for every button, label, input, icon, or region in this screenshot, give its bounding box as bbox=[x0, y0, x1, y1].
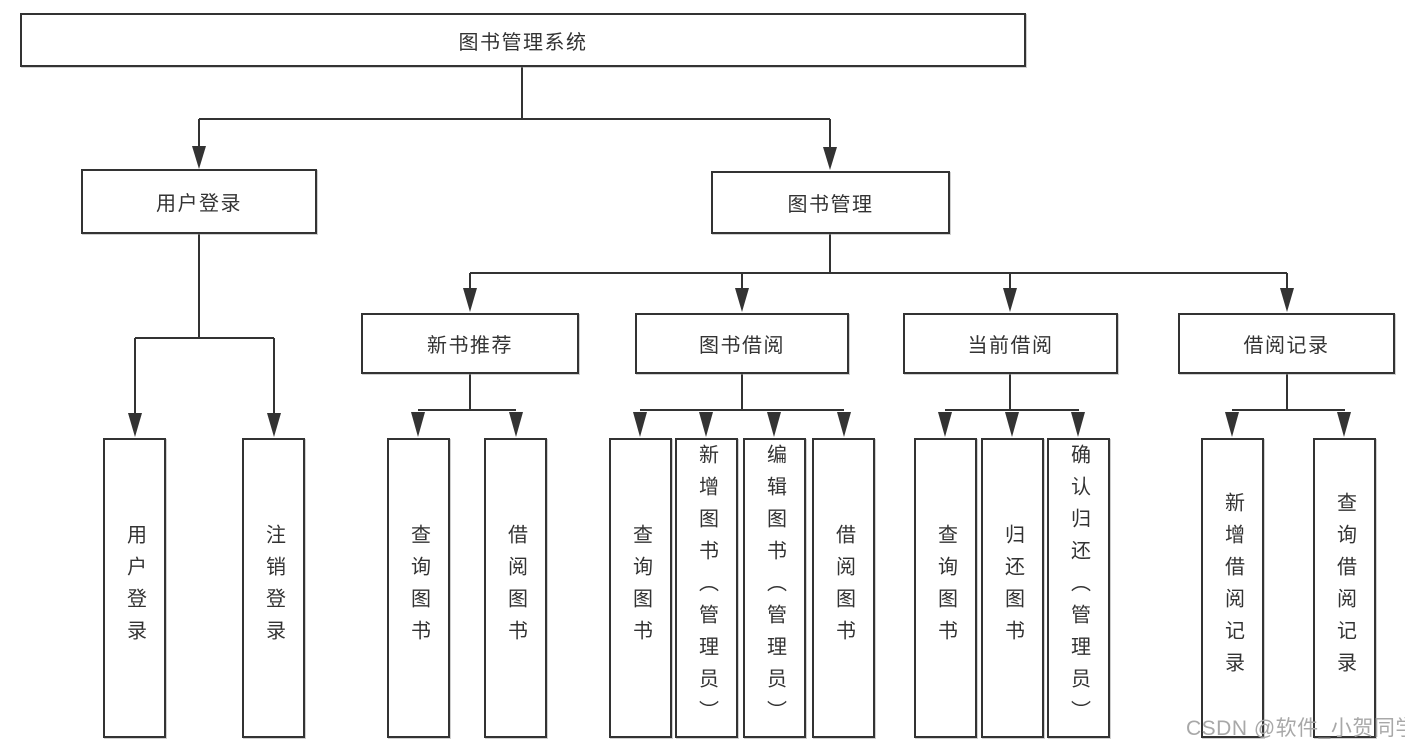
leaf-label: 注销登录 bbox=[262, 524, 285, 652]
arrowheads bbox=[128, 146, 1351, 437]
leaf-borrow-books: 借阅图书 bbox=[812, 438, 875, 738]
leaf-label: 查询图书 bbox=[407, 524, 430, 652]
leaf-add-books-admin: 新增图书（管理员） bbox=[675, 438, 738, 738]
leaf-query-books-recommend: 查询图书 bbox=[387, 438, 450, 738]
connector-bookborrow-to-leaves bbox=[640, 374, 844, 411]
leaf-label: 用户登录 bbox=[123, 524, 146, 652]
connector-bookmgmt-to-level3 bbox=[469, 234, 1288, 289]
leaf-borrow-books-recommend: 借阅图书 bbox=[484, 438, 547, 738]
leaf-label: 查询图书 bbox=[934, 524, 957, 652]
leaf-user-login: 用户登录 bbox=[103, 438, 166, 738]
connector-currentborrow-to-leaves bbox=[945, 374, 1079, 411]
leaf-query-books-borrow: 查询图书 bbox=[609, 438, 672, 738]
leaf-query-borrow-record: 查询借阅记录 bbox=[1313, 438, 1376, 738]
node-new-book-recommend: 新书推荐 bbox=[361, 313, 579, 374]
leaf-label: 借阅图书 bbox=[832, 524, 855, 652]
node-root-library-system: 图书管理系统 bbox=[20, 13, 1026, 67]
connector-records-to-leaves bbox=[1232, 374, 1345, 411]
connector-root-to-level2 bbox=[198, 67, 831, 147]
leaf-label: 新增借阅记录 bbox=[1221, 492, 1244, 684]
leaf-confirm-return-admin: 确认归还（管理员） bbox=[1047, 438, 1110, 738]
leaf-return-books: 归还图书 bbox=[981, 438, 1044, 738]
node-user-login: 用户登录 bbox=[81, 169, 317, 234]
leaf-label: 查询图书 bbox=[629, 524, 652, 652]
leaf-add-borrow-record: 新增借阅记录 bbox=[1201, 438, 1264, 738]
connector-recommend-to-leaves bbox=[418, 374, 516, 411]
connector-userlogin-to-leaves bbox=[134, 234, 275, 414]
leaf-label: 新增图书（管理员） bbox=[695, 444, 718, 732]
leaf-query-books-current: 查询图书 bbox=[914, 438, 977, 738]
leaf-logout: 注销登录 bbox=[242, 438, 305, 738]
node-book-management: 图书管理 bbox=[711, 171, 950, 234]
leaf-label: 查询借阅记录 bbox=[1333, 492, 1356, 684]
leaf-label: 编辑图书（管理员） bbox=[763, 444, 786, 732]
node-book-borrow: 图书借阅 bbox=[635, 313, 849, 374]
node-borrow-records: 借阅记录 bbox=[1178, 313, 1395, 374]
csdn-watermark: CSDN @软件_小贺同学 bbox=[1186, 717, 1405, 740]
leaf-label: 确认归还（管理员） bbox=[1067, 444, 1090, 732]
leaf-edit-books-admin: 编辑图书（管理员） bbox=[743, 438, 806, 738]
leaf-label: 借阅图书 bbox=[504, 524, 527, 652]
node-current-borrow: 当前借阅 bbox=[903, 313, 1118, 374]
leaf-label: 归还图书 bbox=[1001, 524, 1024, 652]
